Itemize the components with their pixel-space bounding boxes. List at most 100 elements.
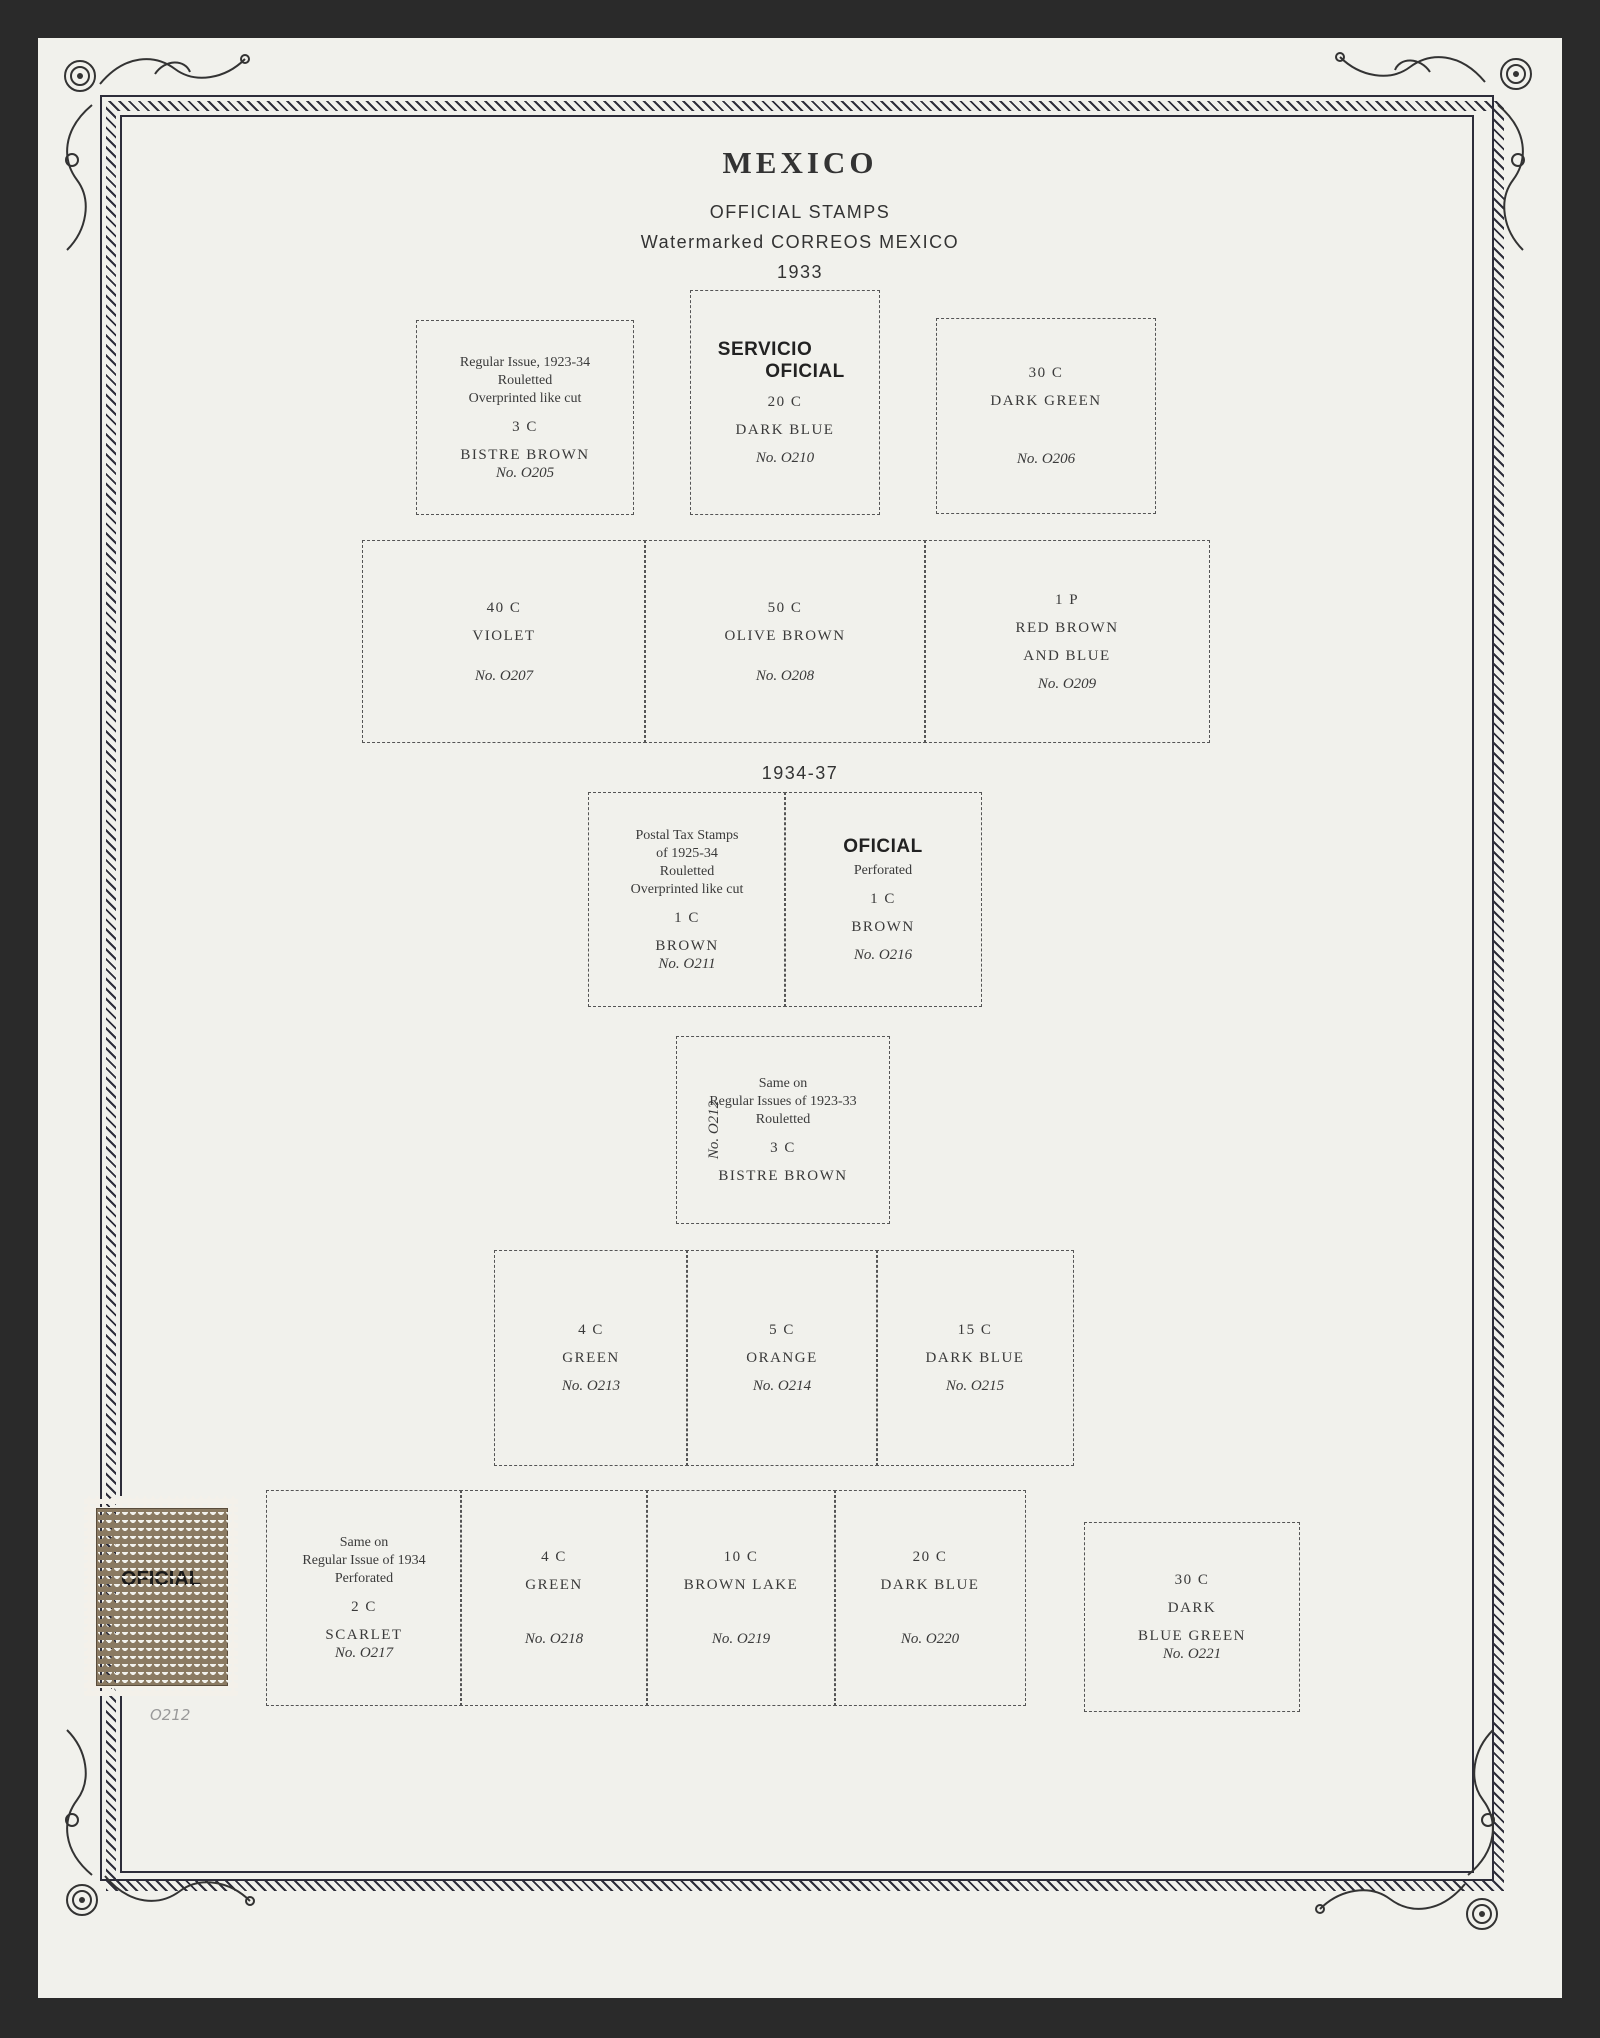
stamp-color: BLUE GREEN — [1138, 1628, 1246, 1644]
stamp-color: BROWN — [655, 937, 719, 954]
stamp-color: AND BLUE — [1023, 647, 1111, 664]
overprint-text: OFICIAL — [843, 835, 923, 857]
stamp-color: BROWN LAKE — [683, 1577, 799, 1593]
stamp-color: ORANGE — [746, 1350, 818, 1366]
stamp-space[interactable]: 4 C GREEN No. O213 — [494, 1250, 688, 1466]
stamp-overprint: OFICIAL — [121, 1568, 201, 1590]
stamp-color: RED BROWN — [1015, 619, 1119, 636]
description-line: Rouletted — [755, 1112, 811, 1127]
stamp-space[interactable]: Postal Tax Stamps of 1925-34 Rouletted O… — [588, 792, 786, 1007]
stamp-space[interactable]: 10 C BROWN LAKE No. O219 — [646, 1490, 836, 1706]
year-heading: 1934-37 — [761, 763, 839, 783]
denomination: 20 C — [912, 1549, 948, 1565]
catalog-number: No. O211 — [658, 955, 716, 972]
stamp-color: DARK BLUE — [735, 421, 835, 438]
catalog-number: No. O208 — [755, 667, 815, 684]
catalog-number: No. O215 — [945, 1378, 1005, 1394]
page-frame-pattern — [106, 101, 1504, 1891]
rosette-icon — [64, 60, 96, 92]
stamp-space[interactable]: 5 C ORANGE No. O214 — [686, 1250, 878, 1466]
denomination: 5 C — [769, 1322, 795, 1338]
stamp-space[interactable]: 15 C DARK BLUE No. O215 — [876, 1250, 1074, 1466]
stamp-space[interactable]: No. O212 Same on Regular Issues of 1923-… — [676, 1036, 890, 1224]
stamp-image — [96, 1508, 228, 1686]
catalog-number: No. O207 — [474, 667, 534, 684]
denomination: 50 C — [767, 599, 803, 616]
stamp-color: GREEN — [525, 1577, 583, 1593]
description-line: Overprinted like cut — [468, 390, 582, 406]
stamp-space[interactable]: Same on Regular Issue of 1934 Perforated… — [266, 1490, 462, 1706]
description-line: Same on — [758, 1076, 808, 1091]
denomination: 20 C — [767, 393, 803, 410]
description-line: Overprinted like cut — [630, 881, 744, 897]
catalog-number: No. O213 — [561, 1378, 621, 1394]
stamp-space[interactable]: 20 C DARK BLUE No. O220 — [834, 1490, 1026, 1706]
catalog-number: No. O216 — [853, 946, 913, 963]
description-line: Regular Issue of 1934 — [302, 1553, 426, 1568]
stamp-color: DARK GREEN — [990, 393, 1102, 409]
denomination: 3 C — [770, 1140, 796, 1156]
catalog-number: No. O209 — [1037, 675, 1097, 692]
description-line: Postal Tax Stamps — [635, 827, 739, 843]
description-line: Rouletted — [659, 863, 715, 879]
catalog-number: No. O218 — [524, 1631, 584, 1647]
stamp-space[interactable]: 40 C VIOLET No. O207 — [362, 540, 646, 743]
stamp-color: GREEN — [562, 1350, 620, 1366]
denomination: 15 C — [957, 1322, 993, 1338]
stamp-color: OLIVE BROWN — [724, 627, 846, 644]
page-frame-inner — [120, 115, 1474, 1873]
catalog-number: No. O219 — [711, 1631, 771, 1647]
scrollwork-ornament — [1497, 104, 1525, 251]
stamp-space[interactable]: 30 C DARK BLUE GREEN No. O221 — [1084, 1522, 1300, 1712]
description-line: Regular Issues of 1923-33 — [709, 1094, 857, 1109]
catalog-number: No. O221 — [1162, 1646, 1222, 1662]
denomination: 4 C — [541, 1549, 567, 1565]
denomination: 1 P — [1054, 591, 1080, 608]
stamp-color: BISTRE BROWN — [718, 1168, 848, 1184]
scrollwork-ornament — [1315, 1883, 1466, 1914]
stamp-color: BROWN — [851, 918, 915, 935]
mounted-stamp[interactable]: OFICIAL — [84, 1496, 238, 1696]
stamp-space[interactable]: 1 P RED BROWN AND BLUE No. O209 — [924, 540, 1210, 743]
stamp-color: VIOLET — [472, 627, 536, 644]
stamp-space[interactable]: SERVICIO OFICIAL 20 C DARK BLUE No. O210 — [690, 290, 880, 515]
scrollwork-ornament — [1335, 52, 1486, 83]
scrollwork-ornament — [1467, 1729, 1495, 1876]
denomination: 30 C — [1174, 1572, 1210, 1588]
scrollwork-ornament — [99, 54, 250, 85]
stamp-space[interactable]: 30 C DARK GREEN No. O206 — [936, 318, 1156, 514]
catalog-number: No. O205 — [495, 464, 555, 481]
description-line: Perforated — [853, 862, 913, 878]
denomination: 3 C — [512, 418, 538, 435]
catalog-number: No. O220 — [900, 1631, 960, 1647]
stamp-space[interactable]: OFICIAL Perforated 1 C BROWN No. O216 — [784, 792, 982, 1007]
catalog-number: No. O214 — [752, 1378, 812, 1394]
stamp-space[interactable]: Regular Issue, 1923-34 Rouletted Overpri… — [416, 320, 634, 515]
overprint-text: OFICIAL — [765, 360, 845, 382]
rosette-icon — [1466, 1898, 1498, 1930]
denomination: 1 C — [674, 909, 700, 926]
scrollwork-ornament — [65, 1729, 93, 1876]
watermark-note: Watermarked CORREOS MEXICO — [640, 232, 960, 252]
denomination: 1 C — [870, 890, 896, 907]
catalog-number: No. O212 — [706, 1100, 723, 1160]
stamp-space[interactable]: 4 C GREEN No. O218 — [460, 1490, 648, 1706]
year-heading: 1933 — [776, 262, 824, 282]
overprint-text: SERVICIO — [717, 338, 813, 360]
page-title: MEXICO — [722, 145, 878, 180]
stamp-space[interactable]: 50 C OLIVE BROWN No. O208 — [644, 540, 926, 743]
stamp-color: DARK BLUE — [925, 1350, 1025, 1366]
description-line: Rouletted — [497, 372, 553, 388]
stamp-color: DARK — [1167, 1600, 1217, 1616]
description-line: Perforated — [334, 1571, 394, 1586]
rosette-icon — [1500, 58, 1532, 90]
catalog-number: No. O206 — [1016, 451, 1076, 467]
catalog-number: No. O217 — [334, 1645, 394, 1661]
description-line: Same on — [339, 1535, 389, 1550]
stamp-color: SCARLET — [325, 1627, 403, 1643]
description-line: Regular Issue, 1923-34 — [459, 354, 591, 370]
rosette-icon — [66, 1884, 98, 1916]
stamp-color: BISTRE BROWN — [460, 446, 590, 463]
catalog-number: No. O210 — [755, 449, 815, 466]
denomination: 10 C — [723, 1549, 759, 1565]
